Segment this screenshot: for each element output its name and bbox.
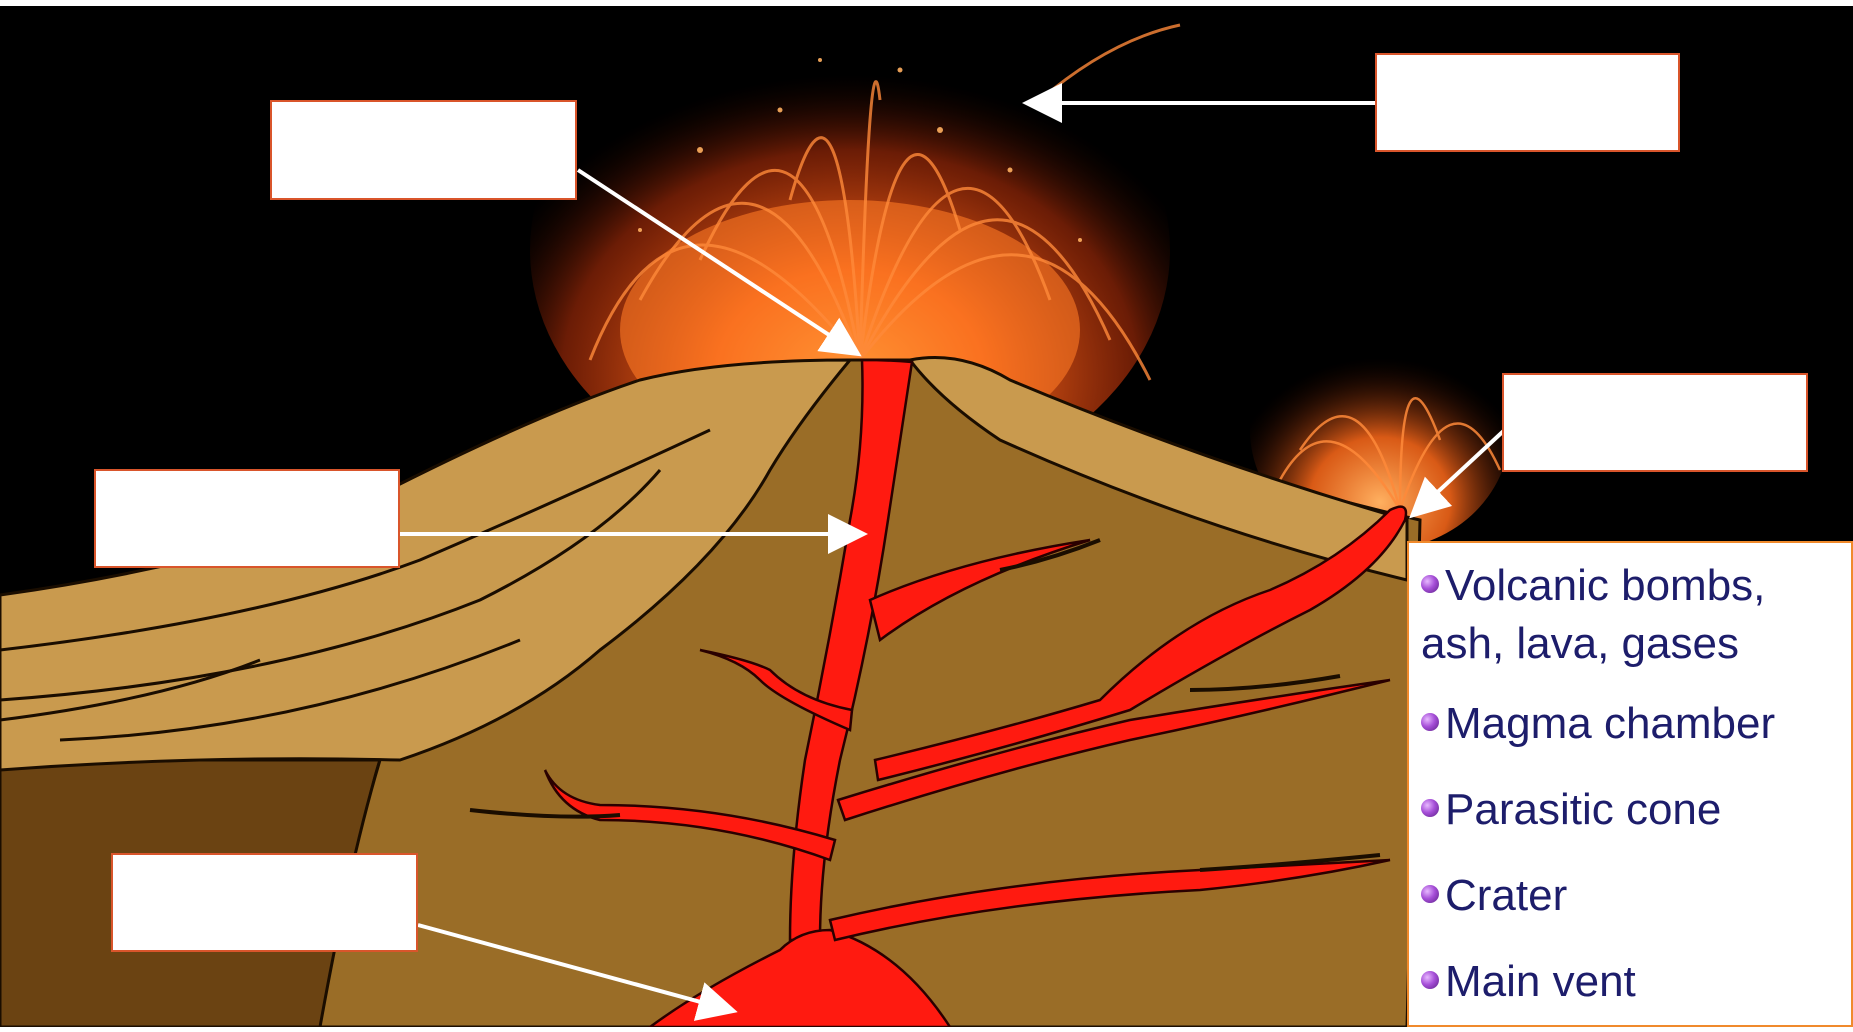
word-bank-item[interactable]: Main vent [1421, 953, 1841, 1011]
blank-label-magma-chamber[interactable] [111, 853, 418, 952]
purple-bullet-icon [1421, 971, 1439, 989]
word-bank-item[interactable]: Magma chamber [1421, 695, 1841, 753]
word-bank-item[interactable]: Crater [1421, 867, 1841, 925]
blank-label-parasitic-cone[interactable] [1502, 373, 1808, 472]
word-bank-item[interactable]: Parasitic cone [1421, 781, 1841, 839]
word-bank: Volcanic bombs, ash, lava, gases Magma c… [1407, 541, 1853, 1027]
purple-bullet-icon [1421, 885, 1439, 903]
purple-bullet-icon [1421, 575, 1439, 593]
purple-bullet-icon [1421, 799, 1439, 817]
blank-label-eruption[interactable] [1375, 53, 1680, 152]
blank-label-main-vent[interactable] [94, 469, 400, 568]
blank-label-crater[interactable] [270, 100, 577, 200]
purple-bullet-icon [1421, 713, 1439, 731]
word-bank-item[interactable]: Volcanic bombs, ash, lava, gases [1421, 557, 1841, 673]
